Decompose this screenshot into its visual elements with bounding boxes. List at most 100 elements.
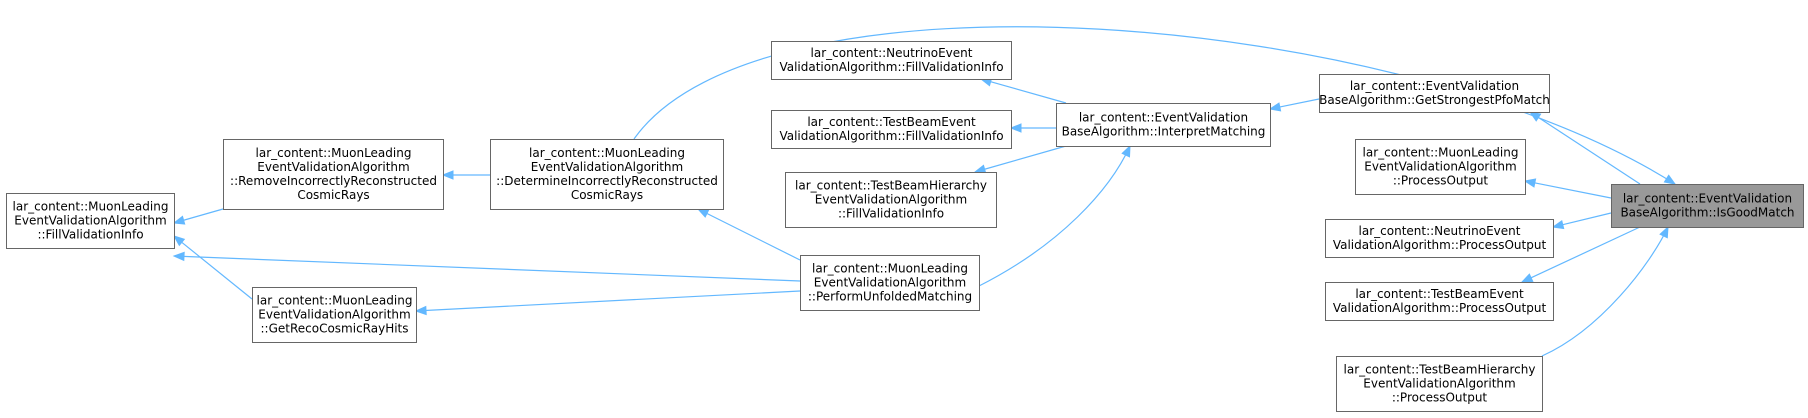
node-fill-testbeam[interactable]: lar_content::TestBeamEventValidationAlgo… — [771, 110, 1012, 149]
edge-get-strongest-to-interpret-matching — [1268, 98, 1320, 112]
node-process-testbeam-hier[interactable]: lar_content::TestBeamHierarchyEventValid… — [1336, 356, 1543, 412]
node-fill-muon[interactable]: lar_content::MuonLeadingEventValidationA… — [6, 193, 175, 249]
edge-arrowhead — [172, 251, 185, 262]
node-label-line: ::RemoveIncorrectlyReconstructed — [230, 174, 437, 188]
node-label-line: CosmicRays — [571, 188, 643, 202]
edge-get-reco-cosmic-to-fill-muon — [172, 235, 253, 300]
node-label-line: ::ProcessOutput — [1393, 174, 1489, 188]
node-process-muon[interactable]: lar_content::MuonLeadingEventValidationA… — [1355, 139, 1526, 195]
edge-arrowhead — [172, 215, 186, 225]
edge-arrowhead — [1520, 273, 1534, 283]
edge-arrowhead — [1121, 144, 1131, 158]
edge-arrowhead — [1663, 174, 1677, 185]
node-label-line: BaseAlgorithm::GetStrongestPfoMatch — [1319, 93, 1550, 107]
edge-is-good-match-to-process-testbeam — [1520, 226, 1641, 283]
edge-line — [1529, 226, 1641, 279]
node-box[interactable] — [1325, 219, 1554, 258]
node-box[interactable] — [223, 139, 444, 210]
node-fill-neutrino[interactable]: lar_content::NeutrinoEventValidationAlgo… — [771, 41, 1012, 80]
edge-line — [1278, 98, 1320, 108]
nodes-layer: lar_content::MuonLeadingEventValidationA… — [6, 41, 1804, 412]
node-label-line: ::GetRecoCosmicRayHits — [260, 322, 408, 336]
node-box[interactable] — [1336, 356, 1543, 412]
node-box[interactable] — [1355, 139, 1526, 195]
node-label-line: lar_content::MuonLeading — [1363, 146, 1519, 160]
node-label-line: EventValidationAlgorithm — [257, 160, 409, 174]
node-label-line: EventValidationAlgorithm — [1364, 160, 1516, 174]
node-label-line: lar_content::MuonLeading — [812, 262, 968, 276]
node-label-line: BaseAlgorithm::InterpretMatching — [1062, 125, 1266, 139]
edge-line — [989, 80, 1067, 104]
node-box[interactable] — [771, 41, 1012, 80]
node-get-strongest[interactable]: lar_content::EventValidationBaseAlgorith… — [1319, 74, 1550, 113]
edge-line — [424, 290, 801, 312]
node-label-line: lar_content::NeutrinoEvent — [811, 46, 973, 60]
node-is-good-match[interactable]: lar_content::EventValidationBaseAlgorith… — [1611, 184, 1804, 228]
node-box[interactable] — [1319, 74, 1550, 113]
edge-line — [1541, 226, 1669, 357]
node-label-line: lar_content::TestBeamHierarchy — [1344, 363, 1536, 377]
edge-is-good-match-to-get-strongest — [1528, 111, 1641, 185]
edge-interpret-matching-to-fill-neutrino — [979, 77, 1067, 104]
edge-arrowhead — [1268, 102, 1282, 112]
node-label-line: lar_content::TestBeamHierarchy — [795, 179, 987, 193]
edge-line — [180, 241, 253, 300]
edge-arrowhead — [1551, 219, 1565, 230]
node-label-line: lar_content::EventValidation — [1350, 79, 1519, 93]
node-label-line: ValidationAlgorithm::ProcessOutput — [1333, 238, 1547, 252]
node-box[interactable] — [800, 255, 980, 311]
edge-perform-unfolded-to-get-reco-cosmic — [414, 290, 801, 316]
node-box[interactable] — [1325, 282, 1554, 321]
edge-perform-unfolded-to-determine-incorrect — [696, 208, 801, 261]
edge-is-good-match-to-determine-incorrect — [633, 26, 1677, 185]
node-box[interactable] — [785, 172, 997, 228]
node-label-line: EventValidationAlgorithm — [258, 308, 410, 322]
node-box[interactable] — [252, 287, 417, 343]
node-label-line: lar_content::EventValidation — [1623, 192, 1792, 206]
node-perform-unfolded[interactable]: lar_content::MuonLeadingEventValidationA… — [800, 255, 980, 311]
node-determine-incorrect[interactable]: lar_content::MuonLeadingEventValidationA… — [490, 139, 724, 210]
node-box[interactable] — [490, 139, 724, 210]
node-label-line: EventValidationAlgorithm — [814, 276, 966, 290]
node-label-line: ::PerformUnfoldedMatching — [808, 290, 972, 304]
edge-is-good-match-to-process-muon — [1523, 178, 1612, 199]
node-label-line: EventValidationAlgorithm — [14, 214, 166, 228]
edge-arrowhead — [441, 170, 454, 180]
node-label-line: EventValidationAlgorithm — [531, 160, 683, 174]
node-label-line: EventValidationAlgorithm — [1363, 377, 1515, 391]
edge-remove-incorrect-to-fill-muon — [172, 208, 224, 225]
edge-interpret-matching-to-perform-unfolded — [978, 144, 1131, 287]
node-label-line: lar_content::NeutrinoEvent — [1359, 224, 1521, 238]
node-label-line: lar_content::MuonLeading — [256, 146, 412, 160]
node-box[interactable] — [1056, 103, 1271, 147]
edge-line — [182, 208, 224, 222]
node-label-line: ::FillValidationInfo — [838, 207, 944, 221]
edge-line — [705, 212, 801, 261]
edge-arrowhead — [1009, 123, 1022, 133]
node-get-reco-cosmic[interactable]: lar_content::MuonLeadingEventValidationA… — [252, 287, 417, 343]
node-label-line: ValidationAlgorithm::FillValidationInfo — [779, 60, 1003, 74]
node-label-line: CosmicRays — [297, 188, 369, 202]
node-label-line: lar_content::MuonLeading — [529, 146, 685, 160]
node-process-testbeam[interactable]: lar_content::TestBeamEventValidationAlgo… — [1325, 282, 1554, 321]
edges-layer — [172, 26, 1677, 357]
node-label-line: lar_content::TestBeamEvent — [1355, 287, 1524, 301]
node-process-neutrino[interactable]: lar_content::NeutrinoEventValidationAlgo… — [1325, 219, 1554, 258]
node-interpret-matching[interactable]: lar_content::EventValidationBaseAlgorith… — [1056, 103, 1271, 147]
edge-line — [1537, 116, 1641, 185]
node-box[interactable] — [6, 193, 175, 249]
edge-determine-incorrect-to-remove-incorrect — [441, 170, 490, 180]
node-label-line: EventValidationAlgorithm — [815, 193, 967, 207]
node-box[interactable] — [771, 110, 1012, 149]
edge-line — [983, 145, 1067, 171]
node-fill-testbeam-hier[interactable]: lar_content::TestBeamHierarchyEventValid… — [785, 172, 997, 228]
node-label-line: ::FillValidationInfo — [37, 228, 143, 242]
edge-arrowhead — [414, 305, 427, 316]
node-label-line: ValidationAlgorithm::ProcessOutput — [1333, 301, 1547, 315]
node-remove-incorrect[interactable]: lar_content::MuonLeadingEventValidationA… — [223, 139, 444, 210]
node-box[interactable] — [1611, 184, 1804, 228]
edge-is-good-match-to-process-neutrino — [1551, 212, 1612, 230]
edge-line — [978, 145, 1131, 287]
node-label-line: lar_content::TestBeamEvent — [807, 115, 976, 129]
